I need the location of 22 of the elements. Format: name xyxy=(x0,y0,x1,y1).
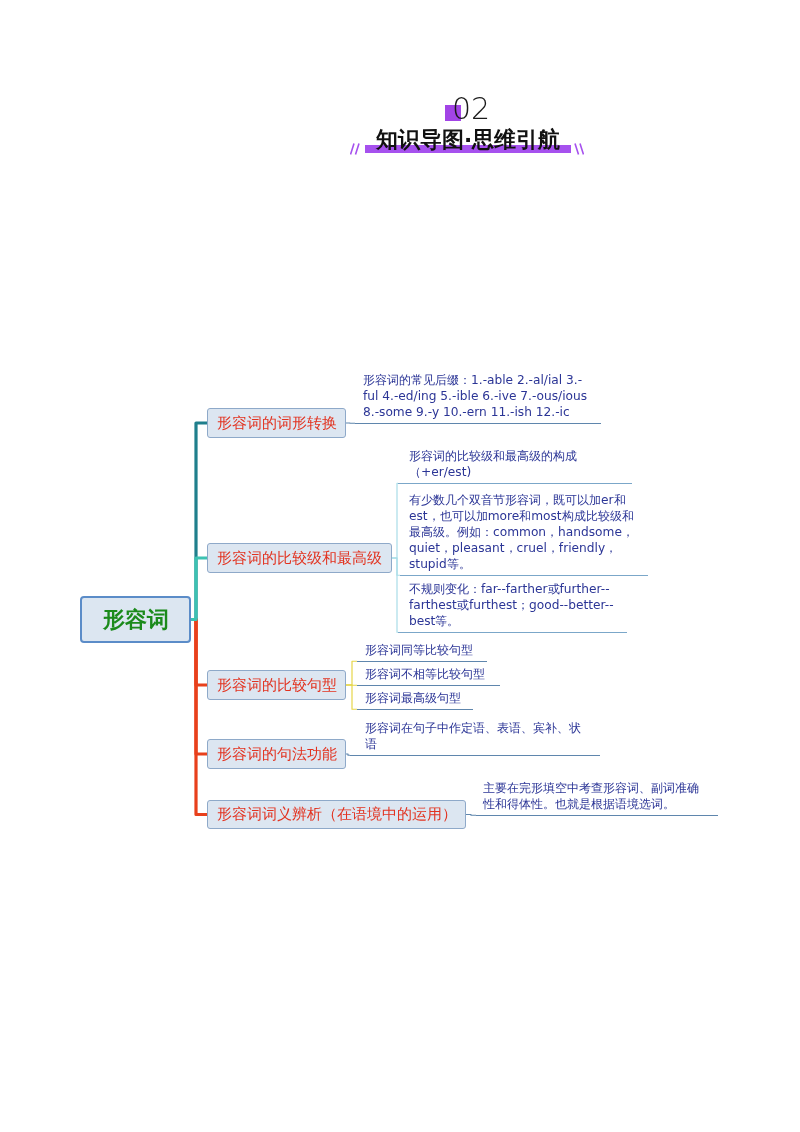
connector-line xyxy=(345,422,356,424)
underlined-note: 形容词不相等比较句型 xyxy=(357,666,500,686)
connector-line xyxy=(391,557,401,576)
branch-topic-box: 形容词词义辨析（在语境中的运用） xyxy=(207,800,466,829)
branch-topic-box: 形容词的比较句型 xyxy=(207,670,346,700)
underlined-note: 有少数几个双音节形容词，既可以加er和est，也可以加more和most构成比较级和最高级。例如：common，handsome，quiet，pleasant，cruel，friendly，stupid等。 xyxy=(400,492,648,576)
branch-topic-box: 形容词的词形转换 xyxy=(207,408,346,438)
connector-line xyxy=(345,753,351,756)
underlined-note: 形容词同等比较句型 xyxy=(357,642,487,662)
connector-line xyxy=(465,813,477,816)
underlined-note: 形容词在句子中作定语、表语、宾补、状语 xyxy=(350,720,600,756)
underlined-note: 形容词最高级句型 xyxy=(357,690,473,710)
underlined-note: 不规则变化：far--farther或further--farthest或furthest；good--better--best等。 xyxy=(398,581,627,633)
connector-line xyxy=(345,684,358,686)
connector-line xyxy=(191,617,207,687)
branch-topic-box: 形容词的句法功能 xyxy=(207,739,346,769)
root-topic-box: 形容词 xyxy=(80,596,191,643)
connector-line xyxy=(191,556,207,622)
underlined-note: 形容词的常见后缀：1.-able 2.-al/ial 3.-ful 4.-ed/ing 5.-ible 6.-ive 7.-ous/ious 8.-some 9.-y 10.-ern 11.-ish 12.-ic xyxy=(355,372,601,424)
branch-topic-box: 形容词的比较级和最高级 xyxy=(207,543,392,573)
underlined-note: 形容词的比较级和最高级的构成（+er/est) xyxy=(398,448,632,484)
underlined-note: 主要在完形填空中考查形容词、副词准确性和得体性。也就是根据语境选词。 xyxy=(476,780,718,816)
